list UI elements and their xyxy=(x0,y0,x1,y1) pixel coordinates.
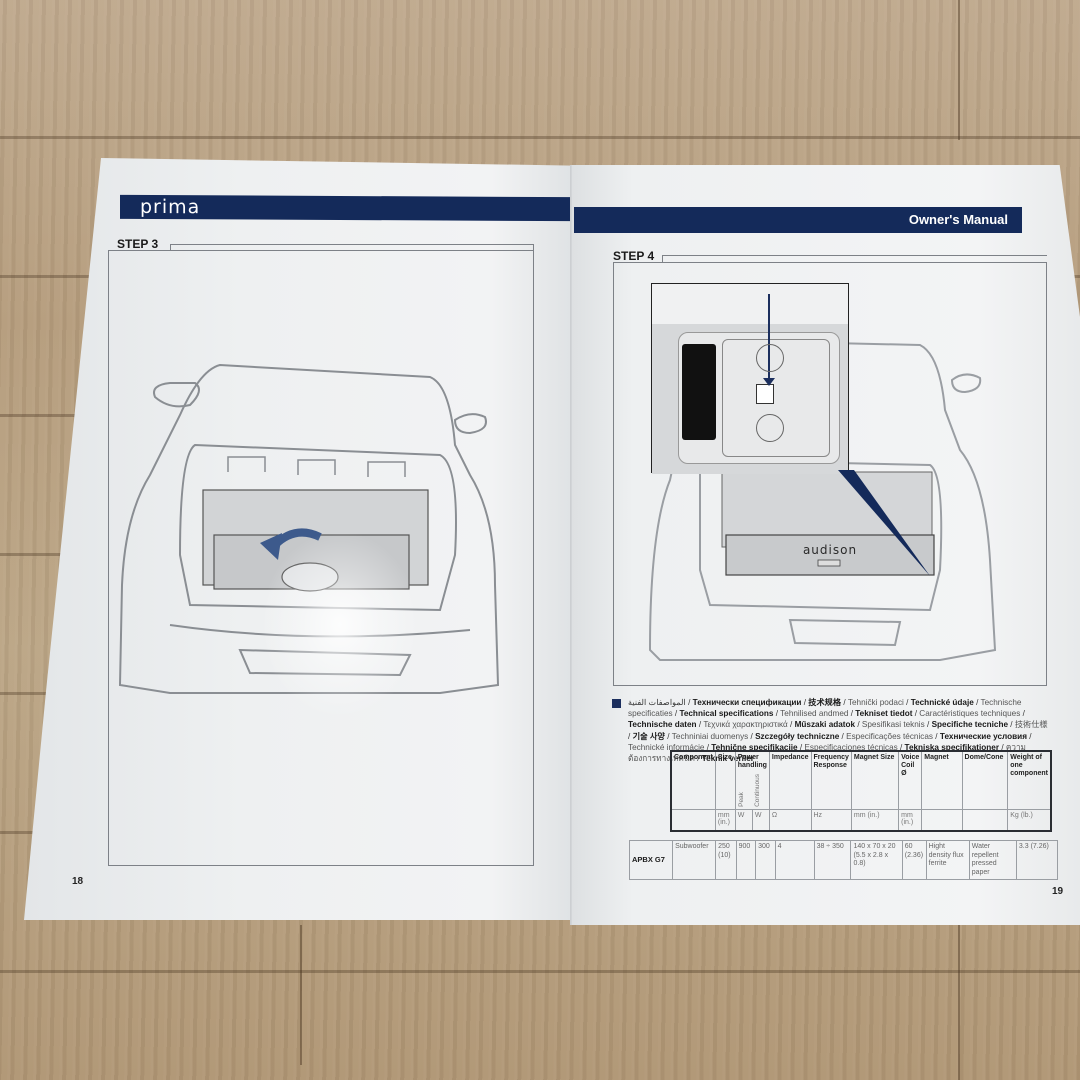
col-impedance: Impedance xyxy=(768,750,812,810)
cell-size: 250 (10) xyxy=(715,840,737,880)
step-4-label: STEP 4 xyxy=(613,249,655,263)
manual-title: Owner's Manual xyxy=(908,212,1008,227)
cell-impedance: 4 xyxy=(774,840,815,880)
unit-component xyxy=(670,808,716,832)
cell-dome-cone: Water repellent pressed paper xyxy=(968,840,1017,880)
cell-magnet-size: 140 x 70 x 20 (5.5 x 2.8 x 0.8) xyxy=(850,840,903,880)
brand-logo: prima xyxy=(140,195,201,219)
step-3-label: STEP 3 xyxy=(117,237,159,251)
callout-pointer xyxy=(838,470,930,576)
col-magnet: Magnet xyxy=(921,750,963,810)
step-3-frame xyxy=(108,250,534,866)
cell-voice-coil: 60 (2.36) xyxy=(901,840,927,880)
col-frequency-response: Frequency Response xyxy=(810,750,852,810)
owners-manual-header-banner: Owner's Manual xyxy=(574,207,1022,233)
cell-continuous: 300 xyxy=(755,840,776,880)
spec-table-header: Component Size Power handling Peak Conti… xyxy=(670,750,1052,833)
col-magnet-size: Magnet Size xyxy=(850,750,900,810)
cell-frequency-response: 38 ÷ 350 xyxy=(813,840,852,880)
page-number-right: 19 xyxy=(1052,886,1064,897)
cell-peak: 900 xyxy=(735,840,757,880)
col-voice-coil: Voice Coil Ø xyxy=(898,750,923,810)
col-continuous: Continuous xyxy=(753,774,761,807)
col-component: Component xyxy=(670,750,716,810)
col-dome-cone: Dome/Cone xyxy=(961,750,1009,810)
col-weight: Weight of one component xyxy=(1007,750,1052,810)
audison-logo: audison xyxy=(803,543,857,557)
connector-detail-callout xyxy=(651,283,849,474)
technical-specifications-heading: المواصفات الفنية / Технически спецификац… xyxy=(612,697,1052,764)
col-size: Size xyxy=(714,750,736,810)
col-peak: Peak xyxy=(737,792,745,807)
cell-component: Subwoofer xyxy=(672,840,717,880)
connector-label-plate xyxy=(682,344,716,440)
cell-model: APBX G7 xyxy=(628,840,674,880)
step-4-frame xyxy=(613,262,1047,686)
cell-magnet: Hight density flux ferrite xyxy=(925,840,970,880)
step-4-tab-line xyxy=(662,255,1047,262)
plank-seam xyxy=(958,925,960,1080)
bullet-square-icon xyxy=(612,699,621,708)
car-trunk-illustration-step3 xyxy=(118,363,500,694)
step-3-tab-line xyxy=(170,244,534,250)
spec-table-body: APBX G7 Subwoofer 250 (10) 900 300 4 38 … xyxy=(628,840,1059,880)
col-power-handling: Power handling Peak Continuous xyxy=(734,750,770,810)
page-number-left: 18 xyxy=(72,876,84,887)
plank-seam xyxy=(958,0,960,140)
prima-header-banner: prima xyxy=(120,194,572,222)
plug-connector xyxy=(756,384,774,404)
car-trunk-illustration-step4: audison xyxy=(648,338,997,661)
cell-weight: 3.3 (7.26) xyxy=(1015,840,1059,880)
plank-seam xyxy=(300,925,302,1065)
table-row: APBX G7 Subwoofer 250 (10) 900 300 4 38 … xyxy=(628,840,1059,880)
